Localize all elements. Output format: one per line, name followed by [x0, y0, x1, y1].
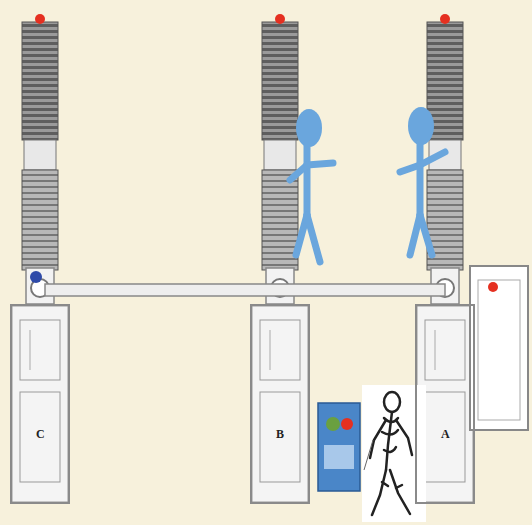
breaker-pole	[12, 14, 68, 502]
phase-letter: C	[34, 427, 47, 441]
phase-letter: B	[274, 427, 286, 441]
position-indicator	[30, 271, 42, 283]
terminal-dot	[35, 14, 45, 24]
linkage-rod	[45, 284, 445, 296]
upper-insulator	[22, 22, 58, 140]
terminal-dot	[440, 14, 450, 24]
upper-insulator	[262, 22, 298, 140]
terminal-dot	[275, 14, 285, 24]
worker-figure	[290, 140, 445, 262]
pole-base: B	[250, 304, 310, 504]
breaker-pole	[252, 14, 308, 502]
pole-base: A	[415, 304, 475, 504]
interrupter-flange	[24, 140, 56, 170]
support-frame	[12, 306, 68, 502]
lower-insulator	[22, 170, 58, 270]
pole-base: C	[10, 304, 70, 504]
operating-box	[318, 403, 360, 491]
interrupter-flange	[264, 140, 296, 170]
phase-letter: A	[439, 427, 452, 441]
control-cabinet	[470, 266, 528, 430]
support-frame	[252, 306, 308, 502]
